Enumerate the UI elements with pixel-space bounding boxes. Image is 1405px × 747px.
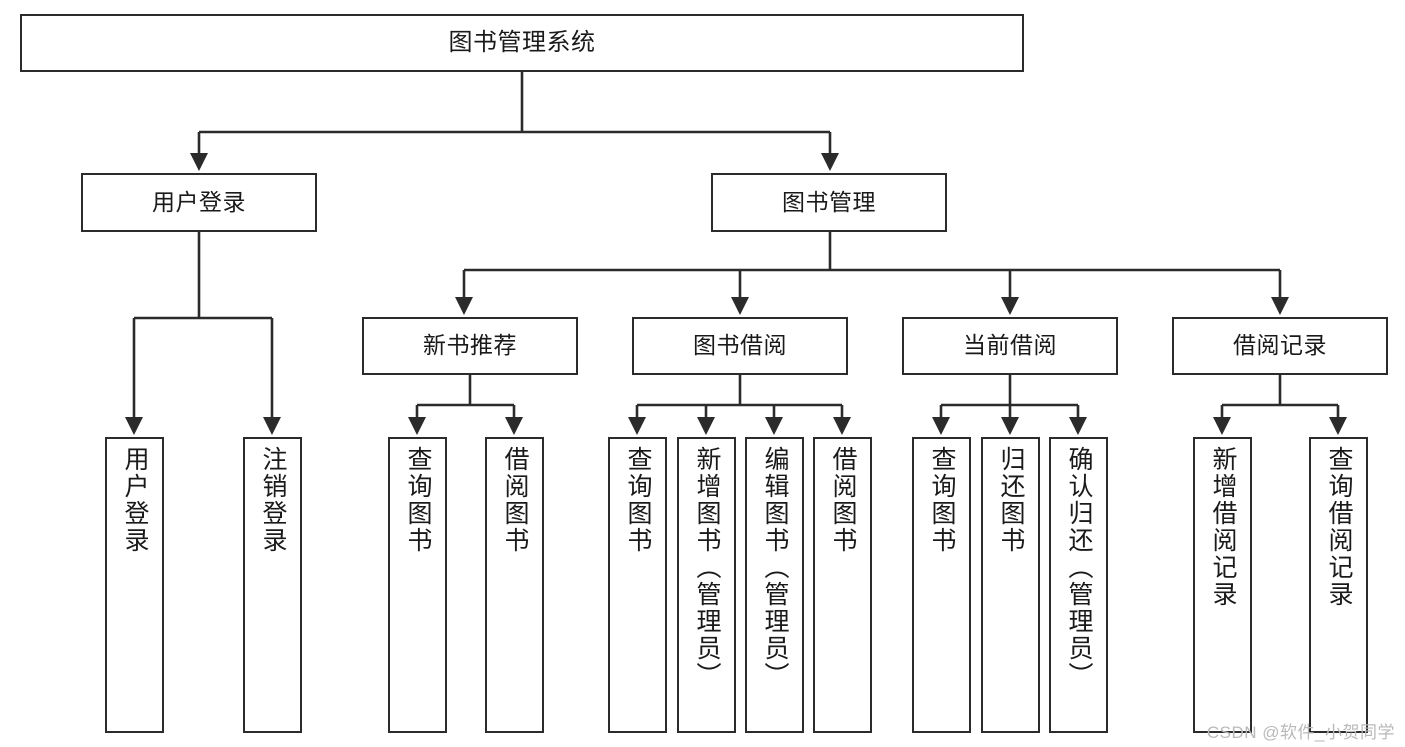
leaf-book-borrow-query[interactable]: 查询图书 (608, 437, 667, 733)
node-book-management-system[interactable]: 图书管理系统 (20, 14, 1024, 72)
leaf-user-login-signout[interactable]: 注销登录 (243, 437, 302, 733)
leaf-borrow-record-add[interactable]: 新增借阅记录 (1193, 437, 1252, 733)
node-label: 借阅图书 (501, 446, 529, 554)
node-current-borrow[interactable]: 当前借阅 (902, 317, 1118, 375)
leaf-book-borrow-borrow[interactable]: 借阅图书 (813, 437, 872, 733)
leaf-current-borrow-return[interactable]: 归还图书 (981, 437, 1040, 733)
node-label: 确认归还（管理员） (1065, 446, 1093, 689)
node-label: 归还图书 (997, 446, 1025, 554)
leaf-current-borrow-query[interactable]: 查询图书 (912, 437, 971, 733)
node-label: 新增借阅记录 (1209, 446, 1237, 608)
leaf-new-book-query[interactable]: 查询图书 (388, 437, 447, 733)
node-label: 借阅记录 (1233, 332, 1327, 359)
node-label: 图书借阅 (693, 332, 787, 359)
node-user-login[interactable]: 用户登录 (81, 173, 317, 232)
node-label: 新增图书（管理员） (693, 446, 721, 689)
node-label: 新书推荐 (423, 332, 517, 359)
node-new-book-recommend[interactable]: 新书推荐 (362, 317, 578, 375)
node-label: 图书管理 (782, 188, 876, 215)
leaf-borrow-record-query[interactable]: 查询借阅记录 (1309, 437, 1368, 733)
leaf-new-book-borrow[interactable]: 借阅图书 (485, 437, 544, 733)
leaf-book-borrow-add-admin[interactable]: 新增图书（管理员） (677, 437, 736, 733)
node-label: 查询图书 (404, 446, 432, 554)
leaf-user-login-signin[interactable]: 用户登录 (105, 437, 164, 733)
node-label: 编辑图书（管理员） (761, 446, 789, 689)
node-borrow-record[interactable]: 借阅记录 (1172, 317, 1388, 375)
node-label: 用户登录 (121, 446, 149, 554)
node-label: 查询图书 (624, 446, 652, 554)
leaf-book-borrow-edit-admin[interactable]: 编辑图书（管理员） (745, 437, 804, 733)
node-label: 借阅图书 (829, 446, 857, 554)
node-label: 用户登录 (152, 188, 246, 215)
leaf-current-borrow-confirm-admin[interactable]: 确认归还（管理员） (1049, 437, 1108, 733)
csdn-watermark: CSDN @软件_小贺同学 (1206, 723, 1395, 742)
node-book-borrow[interactable]: 图书借阅 (632, 317, 848, 375)
node-label: 查询图书 (928, 446, 956, 554)
node-label: 注销登录 (259, 446, 287, 554)
node-label: 查询借阅记录 (1325, 446, 1353, 608)
node-label: 当前借阅 (963, 332, 1057, 359)
node-label: 图书管理系统 (448, 28, 596, 56)
node-book-management[interactable]: 图书管理 (711, 173, 947, 232)
